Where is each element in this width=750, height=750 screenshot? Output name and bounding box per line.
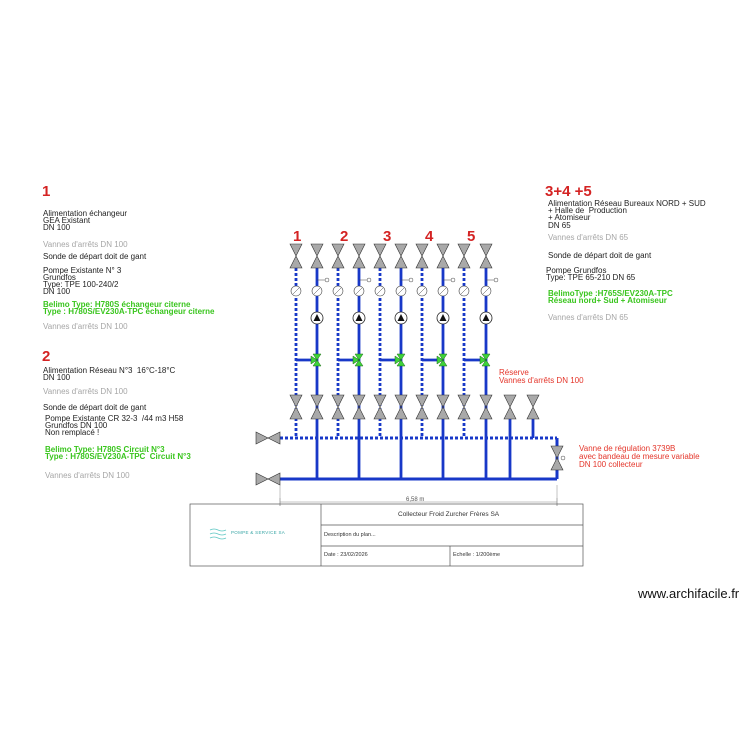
title-block [189,503,584,567]
s1-pompe-3: Type: TPE 100-240/2 [43,280,119,289]
r-line-2: + Halle de Production [548,206,627,215]
s1-sonde: Sonde de départ doit de gant [43,252,147,261]
circuit-number-1: 1 [293,228,302,245]
title-block-scale: Echelle : 1/200ème [453,552,501,558]
reserve-vannes-label: Vannes d'arrêts DN 100 [499,376,584,385]
s2-vannes-a: Vannes d'arrêts DN 100 [43,387,128,396]
title-block-title: Collecteur Froid Zurcher Frères SA [398,511,500,518]
s1-line-2: GEA Existant [43,216,91,225]
dimension-label: 6,58 m [406,497,425,503]
r-belimo-2: Réseau nord+ Sud + Atomiseur [548,296,667,305]
s2-pompe-3: Non remplacé ! [45,428,100,437]
r-pompe-1: Pompe Grundfos [546,266,607,275]
dimension-line [279,485,558,506]
s2-vannes-b: Vannes d'arrêts DN 100 [45,471,130,480]
s1-belimo-2: Type : H780S/EV230A-TPC échangeur citern… [43,307,215,316]
r-line-4: DN 65 [548,221,571,230]
s1-line-1: Alimentation échangeur [43,209,128,218]
reserve-label: Réserve [499,368,529,377]
circuit-number-3: 3 [383,228,392,245]
section-2-number: 2 [42,348,51,365]
circuit-number-2: 2 [340,228,349,245]
s2-belimo-1: Belimo Type: H780S Circuit N°3 [45,445,165,454]
logo-text: POMPE & SERVICE SA [231,530,286,535]
r-vannes-b: Vannes d'arrêts DN 65 [548,313,629,322]
section-345-number: 3+4 +5 [545,183,592,200]
s1-line-3: DN 100 [43,223,71,232]
title-block-description: Description du plan... [324,532,376,538]
r-line-1: Alimentation Réseau Bureaux NORD + SUD [548,199,706,208]
pressure-gauges [290,285,492,297]
s2-sonde: Sonde de départ doit de gant [43,403,147,412]
regulation-label-3: DN 100 collecteur [579,460,643,469]
top-valves [289,243,493,269]
s2-pompe-2: Grundfos DN 100 [45,421,108,430]
s1-pompe-1: Pompe Existante N° 3 [43,266,122,275]
s1-vannes-b: Vannes d'arrêts DN 100 [43,322,128,331]
regulation-label-1: Vanne de régulation 3739B [579,444,676,453]
logo-waves-icon [209,528,227,540]
r-pompe-2: Type: TPE 65-210 DN 65 [546,273,636,282]
regulation-label-2: avec bandeau de mesure variable [579,452,700,461]
s1-pompe-2: Grundfos [43,273,76,282]
r-sonde: Sonde de départ doit de gant [548,251,652,260]
s1-belimo-1: Belimo Type: H780S échangeur citerne [43,300,191,309]
circuit-number-5: 5 [467,228,476,245]
watermark: www.archifacile.fr [638,586,740,601]
bottom-valves [289,394,540,420]
s2-pompe-1: Pompe Existante CR 32-3 /44 m3 H58 [45,414,184,423]
s2-belimo-2: Type : H780S/EV230A-TPC Circuit N°3 [45,452,191,461]
s2-line-2: DN 100 [43,373,71,382]
regulation-valve [550,445,566,471]
s1-pompe-4: DN 100 [43,287,71,296]
circuit-number-4: 4 [425,228,434,245]
s1-vannes-a: Vannes d'arrêts DN 100 [43,240,128,249]
title-block-date: Date : 23/02/2026 [324,552,368,558]
r-belimo-1: BelimoType :H765S/EV230A-TPC [548,289,673,298]
r-line-3: + Atomiseur [548,213,591,222]
s2-line-1: Alimentation Réseau N°3 16°C-18°C [43,366,176,375]
r-vannes-a: Vannes d'arrêts DN 65 [548,233,629,242]
section-1-number: 1 [42,183,51,200]
